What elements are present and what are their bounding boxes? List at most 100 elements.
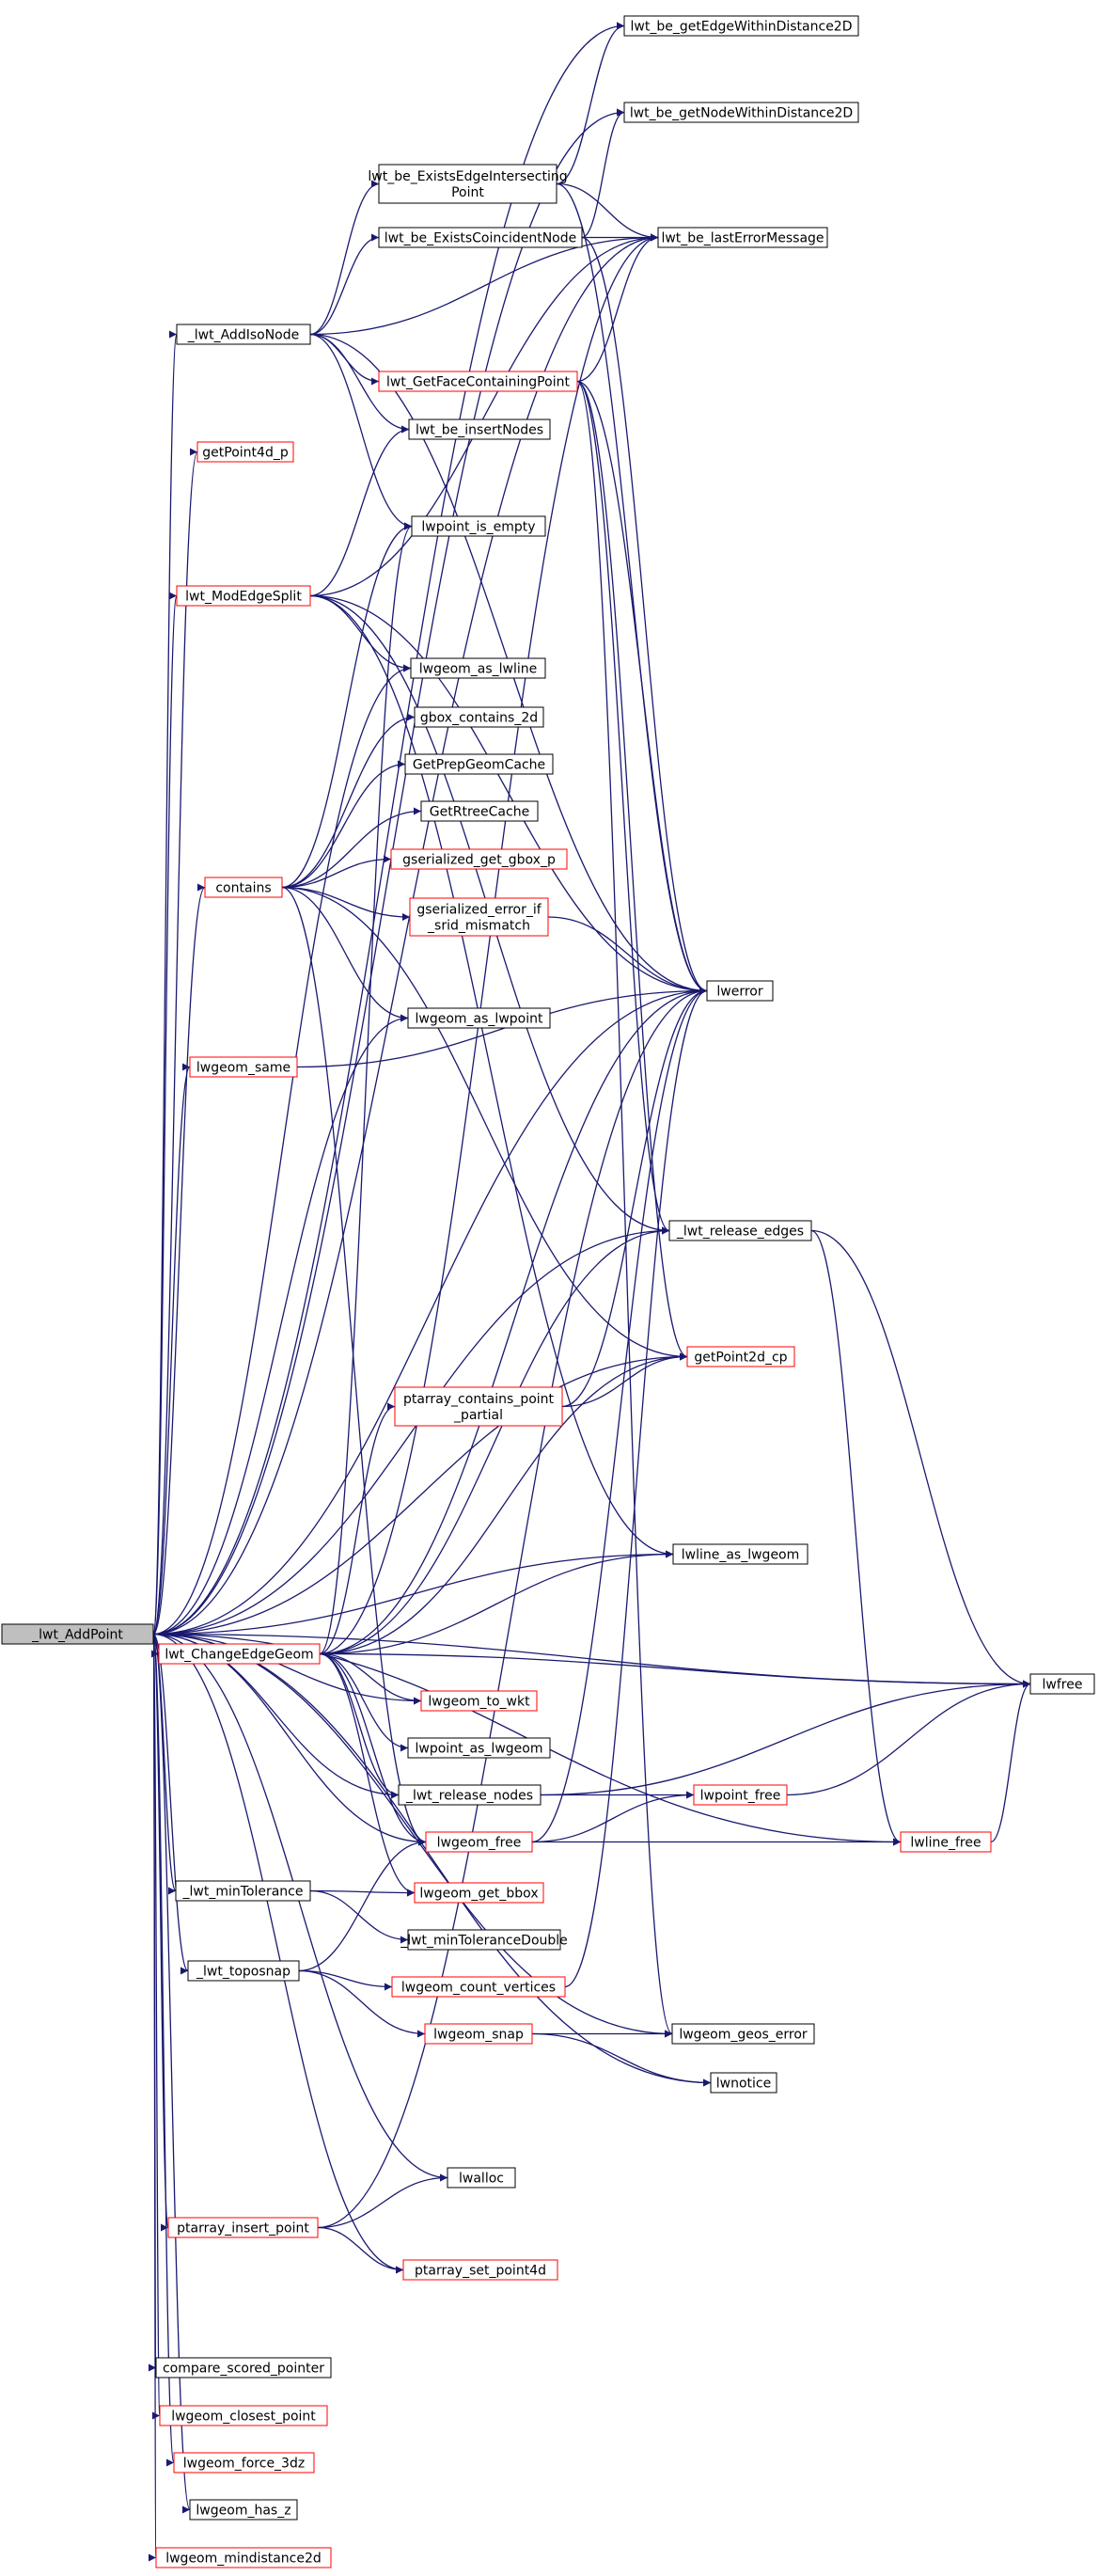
node-label: lwgeom_geos_error [679,2028,808,2043]
node-label: _lwt_minTolerance [182,1885,304,1900]
node-lwpoint-as-lwgeom[interactable]: lwpoint_as_lwgeom [407,1737,551,1759]
edge-ptarray-contains-point-partial-to-lwerror [561,987,708,1408]
edge-root-to-lwgeom-to-wkt [152,1633,422,1705]
node-getedgewithindistance2d[interactable]: lwt_be_getEdgeWithinDistance2D [623,15,859,37]
node-lwpoint-free[interactable]: lwpoint_free [693,1784,788,1806]
node-getpoint2d-cp[interactable]: getPoint2d_cp [686,1346,795,1367]
edge-addisonode-to-existsedgeintersectingpoint [309,180,380,336]
node-lwgeom-force-3dz[interactable]: lwgeom_force_3dz [173,2452,315,2473]
node-label: lwline_free [910,1836,981,1851]
node-box [1029,1673,1095,1695]
edge-lwgeom-same-to-lwerror [296,987,708,1068]
node-root[interactable]: _lwt_AddPoint [1,1623,154,1645]
node-ptarray-contains-point-partial[interactable]: ptarray_contains_point_partial [394,1386,563,1427]
node-contains[interactable]: contains [204,877,283,898]
node-box [155,2357,332,2378]
node-label: contains [215,881,271,896]
node-box [657,227,828,248]
node-lwalloc[interactable]: lwalloc [447,2167,516,2189]
edge-getfacecontainingpoint-to-lasterrormessage [576,233,659,383]
edge-changeedgegeom-to-ptarray-contains-point-partial [319,1402,396,1655]
node-ptarray-set-point4d[interactable]: ptarray_set_point4d [402,2259,558,2281]
node-box [414,1882,544,1904]
node-lwgeom-has-z[interactable]: lwgeom_has_z [189,2499,298,2521]
node-label: lwt_be_insertNodes [416,423,543,438]
node-lwgeom-as-lwline[interactable]: lwgeom_as_lwline [410,657,546,679]
node-box [189,1056,298,1078]
node-getfacecontainingpoint[interactable]: lwt_GetFaceContainingPoint [378,371,578,392]
node-getrtreecache[interactable]: GetRtreeCache [420,800,539,822]
node-lwgeom-geos-error[interactable]: lwgeom_geos_error [671,2023,815,2045]
node-compare-scored-pointer[interactable]: compare_scored_pointer [155,2357,332,2378]
node-gserialized-error-if-srid-mismatch[interactable]: gserialized_error_if_srid_mismatch [409,897,549,937]
node-box [407,1929,561,1951]
node-release-edges[interactable]: _lwt_release_edges [668,1220,812,1241]
node-ptarray-insert-point[interactable]: ptarray_insert_point [167,2217,319,2238]
edge-changeedgegeom-to-lwgeom-get-bbox [319,1652,416,1897]
node-addisonode[interactable]: _lwt_AddIsoNode [176,324,311,345]
node-box [187,1960,300,1982]
node-label: _lwt_AddPoint [31,1628,123,1643]
node-lwline-free[interactable]: lwline_free [900,1831,992,1853]
node-box [672,1543,809,1565]
node-lwnotice[interactable]: lwnotice [710,2072,777,2094]
edge-contains-to-getrtreecache [281,807,422,889]
node-lwgeom-free[interactable]: lwgeom_free [425,1831,533,1853]
node-mintolerancedouble[interactable]: _lwt_minToleranceDouble [400,1929,568,1951]
edge-getfacecontainingpoint-to-lwgeom-geos-error [576,380,673,2038]
edge-changeedgegeom-to-lwgeom-to-wkt [319,1652,422,1705]
edge-lwgeom-snap-to-lwnotice [531,2032,712,2087]
nodes-layer: _lwt_AddPoint lwt_be_getEdgeWithinDistanc… [1,15,1095,2568]
node-lwline-as-lwgeom[interactable]: lwline_as_lwgeom [672,1543,809,1565]
node-lwgeom-to-wkt[interactable]: lwgeom_to_wkt [420,1690,538,1712]
node-modedgesplit[interactable]: lwt_ModEdgeSplit [176,585,311,607]
node-mintolerance[interactable]: _lwt_minTolerance [175,1880,311,1902]
edge-contains-to-lwgeom-as-lwpoint [281,886,409,1022]
node-label: getPoint2d_cp [694,1351,787,1366]
node-label: lwerror [716,985,762,1000]
node-lwerror[interactable]: lwerror [706,980,774,1002]
node-lwfree[interactable]: lwfree [1029,1673,1095,1695]
node-lwgeom-snap[interactable]: lwgeom_snap [424,2023,533,2045]
edge-addisonode-to-lasterrormessage [309,233,659,336]
node-lwgeom-closest-point[interactable]: lwgeom_closest_point [159,2405,328,2426]
node-lwgeom-same[interactable]: lwgeom_same [189,1056,298,1078]
node-lwpoint-is-empty[interactable]: lwpoint_is_empty [411,515,546,537]
node-lasterrormessage[interactable]: lwt_be_lastErrorMessage [657,227,828,248]
node-box [623,102,859,123]
edge-mintolerance-to-lwgeom-get-bbox [309,1889,416,1897]
edge-release-nodes-to-lwfree [540,1680,1031,1796]
node-getprepgeomcache[interactable]: GetPrepGeomCache [404,753,554,775]
node-release-nodes[interactable]: _lwt_release_nodes [398,1784,542,1806]
node-lwgeom-as-lwpoint[interactable]: lwgeom_as_lwpoint [407,1007,551,1029]
node-changeedgegeom[interactable]: lwt_ChangeEdgeGeom [158,1643,321,1665]
edge-ptarray-insert-point-to-ptarray-set-point4d [317,2226,404,2274]
node-lwgeom-mindistance2d[interactable]: lwgeom_mindistance2d [155,2547,332,2568]
node-insertnodes[interactable]: lwt_be_insertNodes [408,419,551,440]
edge-ptarray-insert-point-to-lwalloc [317,2173,448,2229]
edge-existsedgeintersectingpoint-to-lasterrormessage [556,182,659,242]
node-box [398,1784,542,1806]
edge-root-to-lwgeom-same [152,1063,191,1636]
node-box [425,1831,533,1853]
node-getpoint4d-p[interactable]: getPoint4d_p [196,441,294,463]
node-gbox-contains-2d[interactable]: gbox_contains_2d [414,706,544,728]
edge-modedgesplit-to-lwline-as-lwgeom [309,594,674,1558]
node-existscoincidentnode[interactable]: lwt_be_ExistsCoincidentNode [378,227,583,248]
edge-getfacecontainingpoint-to-release-edges [576,380,670,1235]
node-label: lwgeom_free [437,1836,522,1851]
node-label: Point [451,185,484,200]
node-lwgeom-get-bbox[interactable]: lwgeom_get_bbox [414,1882,544,1904]
node-getnodewithindistance2d[interactable]: lwt_be_getNodeWithinDistance2D [623,102,859,123]
node-label: getPoint4d_p [202,446,289,461]
node-lwgeom-count-vertices[interactable]: lwgeom_count_vertices [391,1976,566,1998]
node-label: lwgeom_has_z [196,2504,290,2519]
edge-changeedgegeom-to-lasterrormessage [319,233,659,1655]
edge-lwline-free-to-lwfree [990,1680,1031,1843]
node-toposnap[interactable]: _lwt_toposnap [187,1960,300,1982]
node-label: lwpoint_as_lwgeom [416,1742,543,1757]
edge-toposnap-to-lwgeom-count-vertices [298,1969,393,1991]
edge-release-edges-to-lwline-free [810,1229,902,1846]
node-gserialized-get-gbox-p[interactable]: gserialized_get_gbox_p [390,848,568,870]
